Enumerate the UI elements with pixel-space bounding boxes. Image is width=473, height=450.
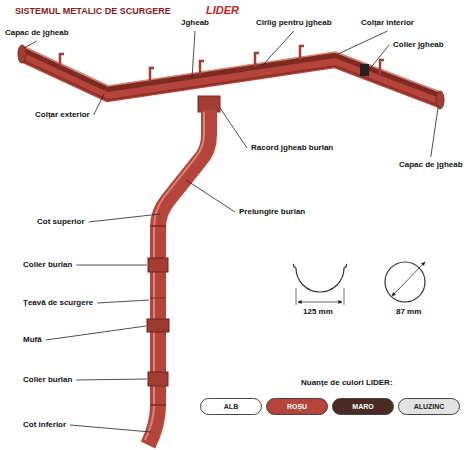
leader-line (192, 31, 195, 78)
leader-line (369, 45, 389, 70)
leader-line (97, 300, 149, 303)
leader-line (70, 425, 151, 432)
legend-text: MARO (352, 403, 373, 410)
title: SISTEMUL METALIC DE SCURGERE (14, 6, 172, 16)
legend-text: ALB (224, 403, 238, 410)
part-label: Colier jgheab (392, 40, 445, 50)
part-label: Mufă (22, 335, 43, 345)
part-label: Cîrlig pentru jgheab (255, 18, 333, 28)
part-label: Colțar interior (360, 18, 415, 28)
leader-line (76, 265, 147, 266)
part-label: Nuanțe de culori LIDER: (300, 378, 394, 388)
leader-line (262, 31, 294, 66)
part-label: Capac de jgheab (4, 28, 70, 38)
leader-line (338, 31, 387, 54)
color-swatch: ALB (200, 398, 262, 415)
leader-line (46, 326, 146, 340)
gutter (18, 45, 444, 109)
leader-line (220, 108, 247, 148)
color-swatch: MARO (332, 398, 394, 415)
dimension-label: 125 mm (302, 307, 334, 317)
dimension-label: 87 mm (395, 307, 422, 317)
logo-text: LIDER (205, 4, 240, 16)
leader-line (186, 180, 235, 212)
part-label: Racord jgheab burlan (250, 143, 334, 153)
part-label: Cot superior (36, 217, 86, 227)
color-swatch: ALUZINC (398, 398, 460, 415)
leader-line (24, 41, 37, 48)
leader-line (94, 94, 104, 115)
part-label: Prelungire burlan (238, 207, 306, 217)
part-label: Jgheab (180, 18, 210, 28)
leader-line (89, 214, 160, 222)
part-label: Colier burlan (22, 375, 73, 385)
legend-text: ALUZINC (414, 403, 445, 410)
part-label: Colier burlan (22, 260, 73, 270)
leader-line (431, 108, 438, 157)
part-label: Capac de jgheab (398, 160, 464, 170)
part-label: Cot inferior (22, 420, 67, 430)
downpipe (145, 96, 220, 445)
part-label: Țeavă de scurgere (22, 298, 94, 308)
legend-text: ROȘU (287, 403, 307, 410)
profile-drawings (293, 262, 425, 305)
leader-line (76, 379, 147, 380)
part-label: Colțar exterior (34, 110, 91, 120)
color-swatch: ROȘU (266, 398, 328, 415)
